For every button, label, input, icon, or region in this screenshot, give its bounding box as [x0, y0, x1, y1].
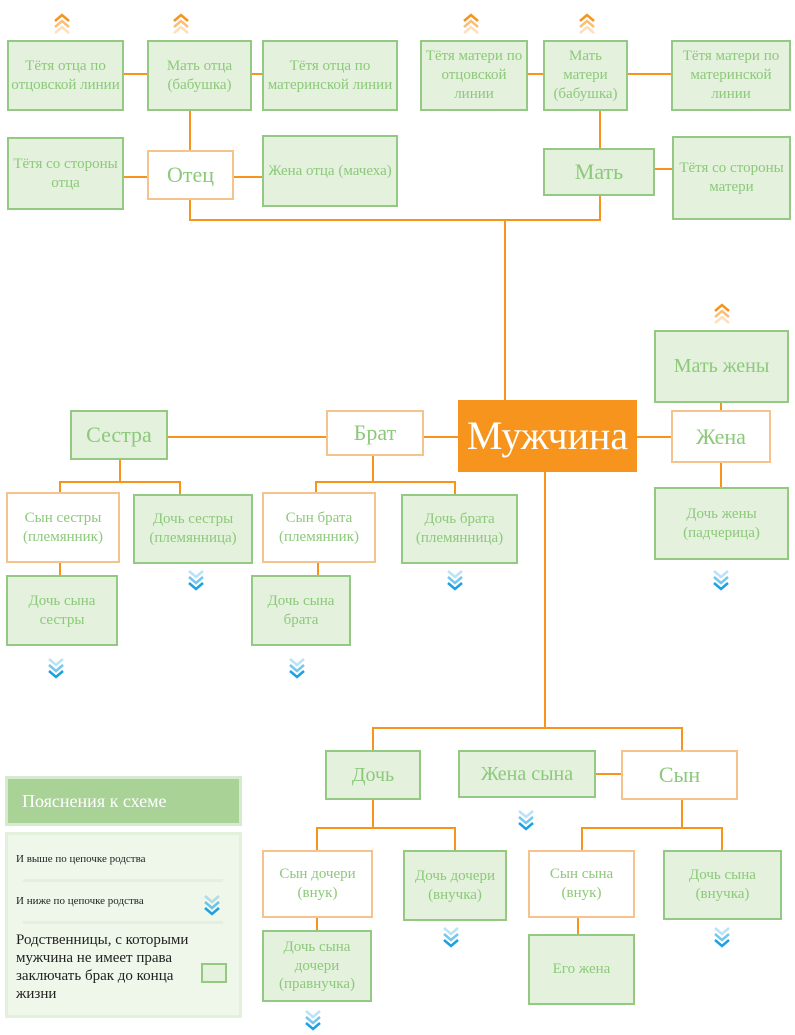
node-sister-son-daughter: Дочь сына сестры	[6, 575, 118, 646]
legend-divider	[23, 921, 223, 924]
chevron-down-icon	[713, 570, 729, 591]
node-sister-son: Сын сестры (племянник)	[6, 492, 120, 563]
node-son-son: Сын сына (внук)	[528, 850, 635, 918]
chevron-down-icon	[48, 658, 64, 679]
node-father: Отец	[147, 150, 234, 200]
node-brother: Брат	[326, 410, 424, 456]
chevron-down-icon	[447, 570, 463, 591]
node-his-wife: Его жена	[528, 934, 635, 1005]
node-man: Мужчина	[458, 400, 637, 472]
node-son-wife: Жена сына	[458, 750, 596, 798]
node-daughter: Дочь	[325, 750, 421, 800]
legend-box-label: Родственницы, с которыми мужчина не имее…	[16, 932, 189, 1002]
node-brother-son: Сын брата (племянник)	[262, 492, 376, 563]
node-aunt-father-maternal: Тётя отца по материнской линии	[262, 40, 398, 111]
node-wife-daughter: Дочь жены (падчерица)	[654, 487, 789, 560]
chevron-up-icon	[173, 13, 189, 34]
node-mother: Мать	[543, 148, 655, 196]
legend-down-label: И ниже по цепочке родства	[16, 895, 144, 907]
chevron-up-icon	[463, 13, 479, 34]
node-daughter-son: Сын дочери (внук)	[262, 850, 373, 918]
node-daughter-son-daughter: Дочь сына дочери (правнучка)	[262, 930, 372, 1002]
node-aunt-mother-paternal: Тётя матери по отцовской линии	[420, 40, 528, 111]
node-mother-mother: Мать матери (бабушка)	[543, 40, 628, 111]
chevron-down-icon	[305, 1010, 321, 1031]
legend-green-swatch	[201, 963, 227, 983]
node-daughter-daughter: Дочь дочери (внучка)	[403, 850, 507, 921]
legend-up-label: И выше по цепочке родства	[16, 853, 146, 865]
node-brother-son-daughter: Дочь сына брата	[251, 575, 351, 646]
legend-divider	[23, 879, 223, 882]
chevron-up-icon	[714, 303, 730, 324]
node-aunt-father-side: Тётя со стороны отца	[7, 137, 124, 210]
node-son-daughter: Дочь сына (внучка)	[663, 850, 782, 920]
legend-panel: И выше по цепочке родства И ниже по цепо…	[5, 832, 242, 1018]
chevron-down-icon	[204, 895, 220, 916]
node-wife: Жена	[671, 410, 771, 463]
chevron-down-icon	[289, 658, 305, 679]
node-father-wife: Жена отца (мачеха)	[262, 135, 398, 207]
chevron-down-icon	[714, 927, 730, 948]
node-aunt-mother-maternal: Тётя матери по материнской линии	[671, 40, 791, 111]
chevron-up-icon	[54, 13, 70, 34]
node-sister-daughter: Дочь сестры (племянница)	[133, 494, 253, 564]
chevron-down-icon	[443, 927, 459, 948]
node-aunt-mother-side: Тётя со стороны матери	[672, 136, 791, 220]
node-brother-daughter: Дочь брата (племянница)	[401, 494, 518, 564]
node-son: Сын	[621, 750, 738, 800]
chevron-up-icon	[579, 13, 595, 34]
node-aunt-father-paternal: Тётя отца по отцовской линии	[7, 40, 124, 111]
node-wife-mother: Мать жены	[654, 330, 789, 403]
node-sister: Сестра	[70, 410, 168, 460]
node-father-mother: Мать отца (бабушка)	[147, 40, 252, 111]
legend-title: Пояснения к схеме	[5, 776, 242, 826]
chevron-down-icon	[188, 570, 204, 591]
chevron-down-icon	[518, 810, 534, 831]
